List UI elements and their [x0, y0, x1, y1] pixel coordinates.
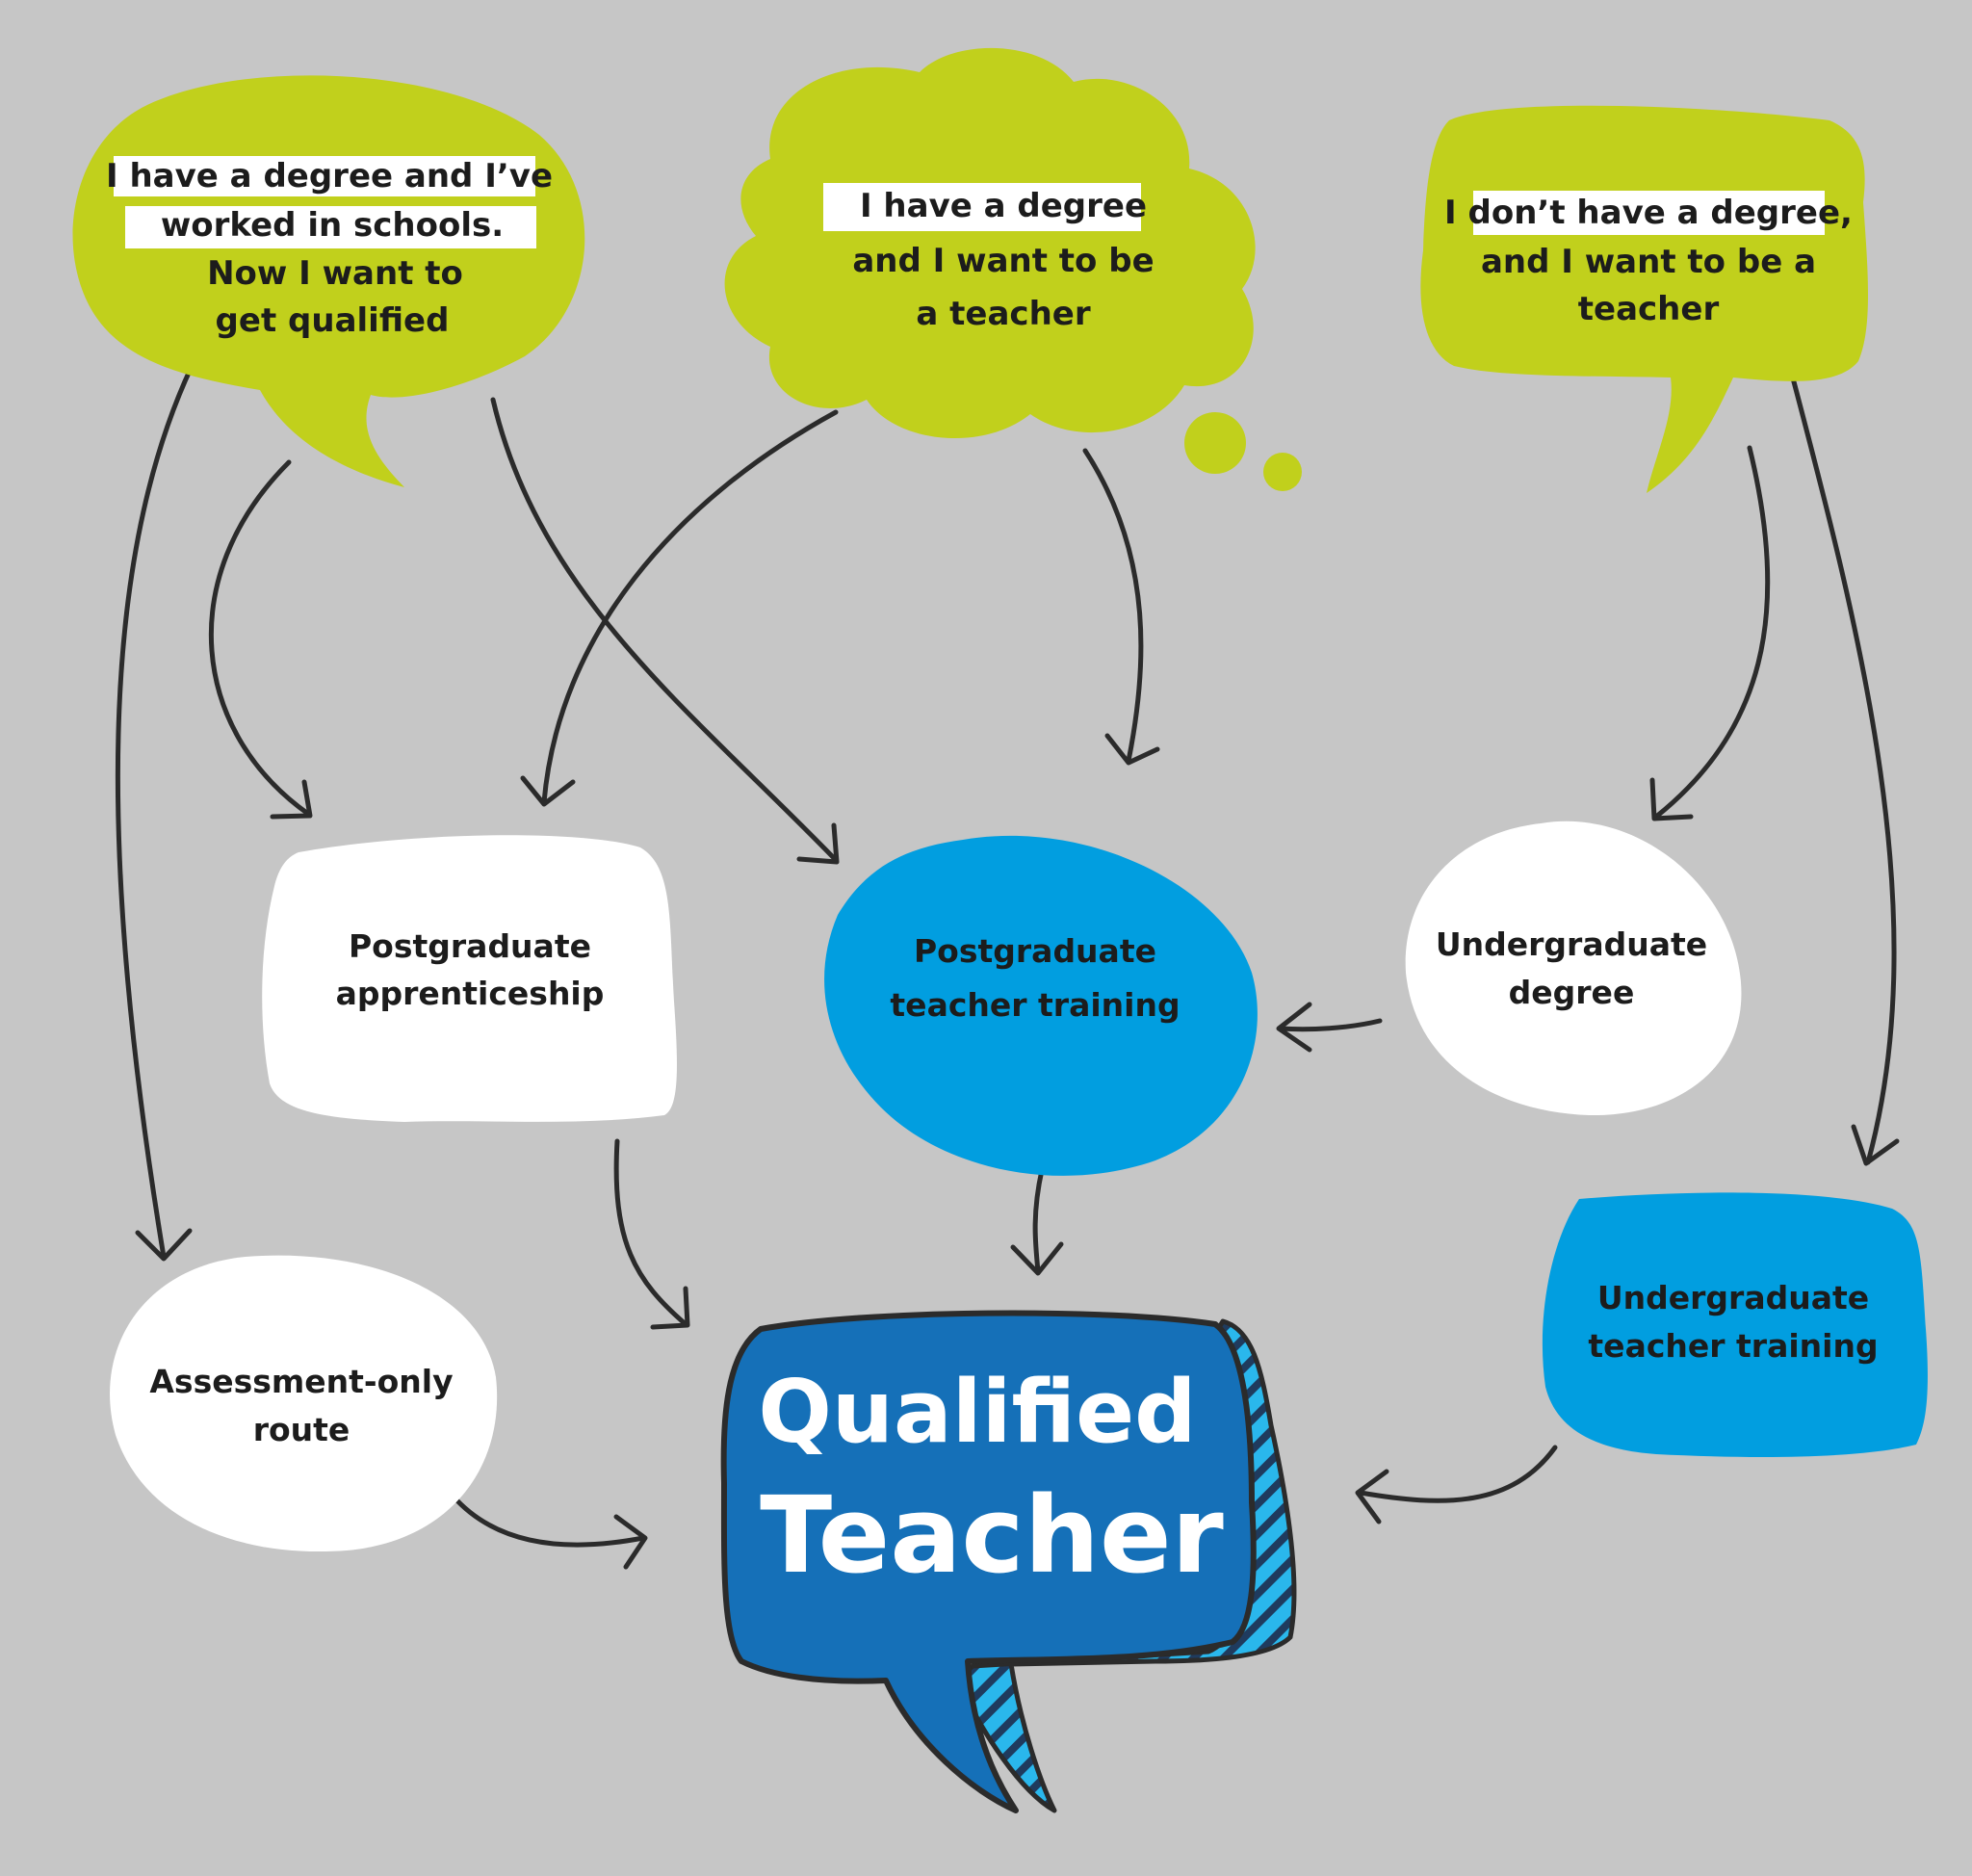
route-label: Postgraduate	[914, 932, 1156, 970]
route-label: apprenticeship	[336, 975, 605, 1012]
arrowhead	[796, 822, 840, 865]
route-shape	[110, 1255, 498, 1552]
arrow-nodegree-to-ugdegree	[1653, 445, 1771, 820]
arrow-worked-to-pgtt	[490, 397, 839, 863]
qualified-teacher-bubble: Qualified Teacher	[720, 1310, 1297, 1813]
qualified-title: Qualified	[758, 1362, 1196, 1463]
route-label: Undergraduate	[1597, 1279, 1869, 1316]
arrowhead	[1010, 1241, 1064, 1276]
route-shape	[1542, 1192, 1928, 1457]
arrowhead	[613, 1514, 648, 1570]
bubble-body	[720, 1310, 1257, 1813]
highlight-strip	[823, 183, 1141, 231]
route-undergrad-degree: Undergraduate degree	[1405, 821, 1742, 1116]
route-label: teacher training	[1588, 1327, 1878, 1365]
highlight-strip	[1473, 191, 1825, 235]
route-label: Postgraduate	[349, 927, 591, 965]
bubble-worked-in-schools: I have a degree and I’ve worked in schoo…	[72, 75, 585, 487]
route-label: Undergraduate	[1436, 925, 1707, 963]
bubble-text-line: get qualified	[216, 301, 450, 340]
bubble-text-line: teacher	[1578, 290, 1720, 328]
route-shape	[1405, 821, 1742, 1116]
arrow-assessment-to-qualified	[450, 1493, 646, 1548]
highlight-strip	[114, 156, 535, 196]
arrowhead	[1851, 1124, 1900, 1166]
route-label: degree	[1509, 974, 1635, 1011]
arrow-worked-to-apprenticeship	[208, 459, 311, 817]
route-postgrad-teacher-training: Postgraduate teacher training	[824, 835, 1258, 1176]
thought-cloud-shape	[724, 47, 1256, 439]
route-shape	[824, 835, 1258, 1176]
arrowhead	[1104, 733, 1160, 766]
route-undergrad-teacher-training: Undergraduate teacher training	[1542, 1192, 1928, 1457]
bubble-text-line: Now I want to	[207, 254, 463, 293]
arrowhead	[650, 1286, 690, 1330]
thought-dot	[1184, 412, 1246, 474]
arrow-degree-to-pgtt	[1082, 448, 1144, 764]
bubble-text-line: and I want to be	[852, 242, 1154, 280]
bubble-no-degree: I don’t have a degree, and I want to be …	[1420, 105, 1868, 494]
route-postgrad-apprenticeship: Postgraduate apprenticeship	[262, 835, 677, 1122]
bubble-text-line: I have a degree	[860, 187, 1147, 225]
arrow-pgtt-to-qualified	[1032, 1167, 1045, 1274]
route-assessment-only: Assessment-only route	[110, 1255, 498, 1552]
arrow-ugdegree-to-pgtt	[1278, 1018, 1383, 1032]
bubble-text-line: a teacher	[916, 295, 1090, 333]
arrow-nodegree-to-ugtt	[1788, 368, 1897, 1165]
thought-dot	[1263, 453, 1302, 491]
arrow-ugtt-to-qualified	[1358, 1445, 1558, 1503]
bubble-text-line: and I want to be a	[1481, 243, 1816, 281]
teacher-title: Teacher	[760, 1473, 1224, 1597]
bubble-text-line: I have a degree and I’ve	[106, 157, 553, 195]
arrow-apprenticeship-to-qualified	[613, 1138, 688, 1327]
arrowhead	[270, 779, 313, 820]
route-shape	[262, 835, 677, 1122]
route-label: Assessment-only	[149, 1363, 453, 1400]
arrowhead	[135, 1228, 193, 1262]
bubble-text-line: worked in schools.	[161, 206, 504, 245]
route-label: route	[253, 1411, 350, 1448]
arrowhead	[1355, 1469, 1389, 1524]
route-label: teacher training	[890, 986, 1180, 1024]
arrows	[115, 352, 1900, 1570]
bubble-text-line: I don’t have a degree,	[1444, 194, 1853, 232]
arrow-worked-to-assessment	[115, 352, 200, 1260]
arrowhead	[1276, 1002, 1312, 1053]
arrow-degree-to-apprenticeship	[541, 409, 839, 805]
highlight-strip	[125, 206, 536, 248]
arrowhead	[520, 775, 576, 807]
thought-bubble-have-degree: I have a degree and I want to be a teach…	[724, 47, 1302, 491]
arrowhead	[1649, 777, 1694, 821]
